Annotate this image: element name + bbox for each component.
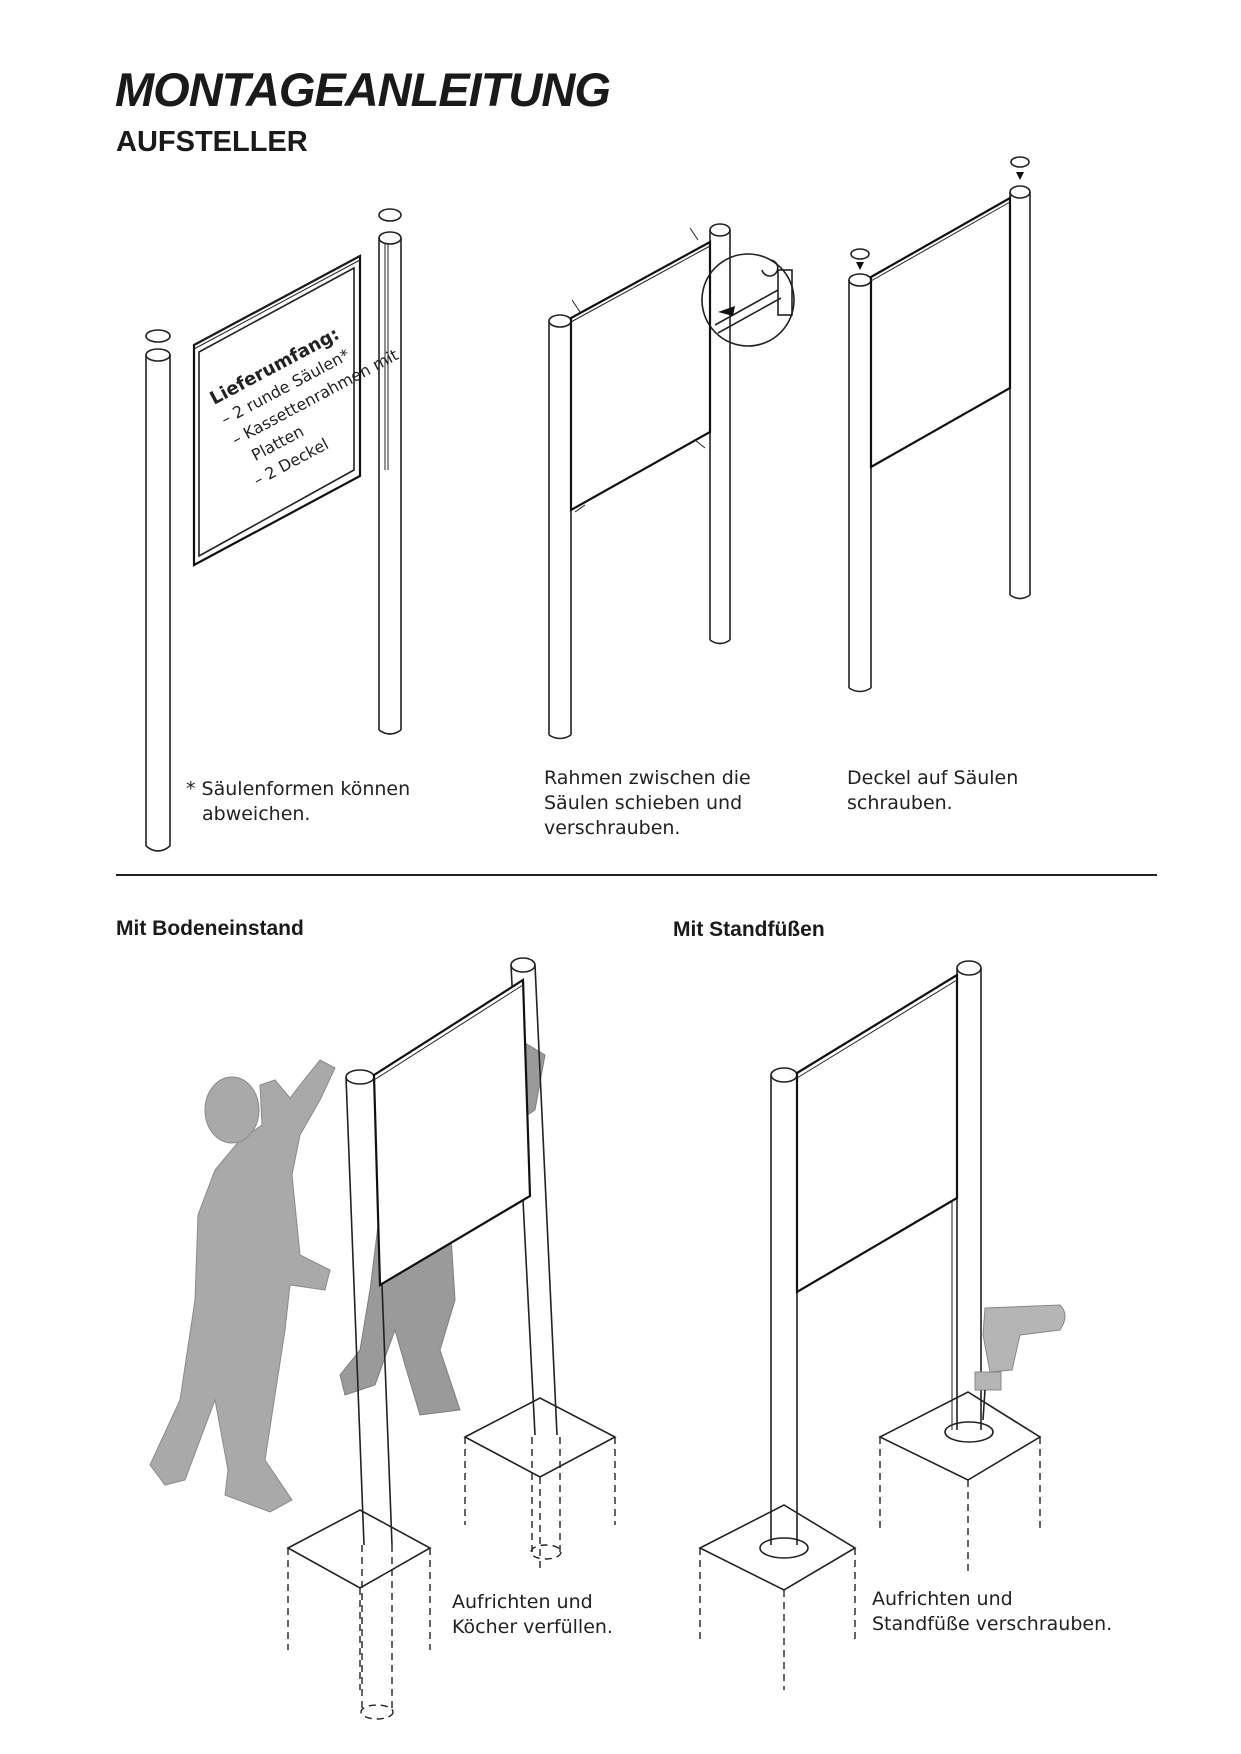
ground-caption-line-1: Aufrichten und [452,1591,593,1613]
ground-caption-line-2: Köcher verfüllen. [452,1616,613,1638]
step3-line-2: schrauben. [847,792,953,814]
person-front [149,1059,336,1513]
footnote-line-2: abweichen. [202,803,311,825]
section-heading-ground: Mit Bodeneinstand [116,917,304,940]
detail-zoom-circle [701,253,795,347]
feet-caption-line-2: Standfüße verschrauben. [872,1613,1113,1635]
ground-caption: Aufrichten und Köcher verfüllen. [452,1590,613,1640]
step1-footnote: * Säulenformen können abweichen. [186,777,410,827]
drill-icon [974,1304,1066,1421]
page-title: MONTAGEANLEITUNG [115,63,611,116]
step3-caption: Deckel auf Säulen schrauben. [847,766,1018,816]
ground-illustration [149,957,617,1720]
step3-illustration [848,156,1031,693]
step2-line-1: Rahmen zwischen die [544,767,751,789]
step2-line-2: Säulen schieben und [544,792,743,814]
feet-caption: Aufrichten und Standfüße verschrauben. [872,1587,1112,1637]
step3-line-1: Deckel auf Säulen [847,767,1019,789]
step2-illustration [548,223,795,740]
feet-caption-line-1: Aufrichten und [872,1588,1013,1610]
right-column [378,208,402,735]
left-column [145,329,171,852]
frame-panel [192,254,362,567]
footnote-line-1: * Säulenformen können [186,778,411,800]
step2-caption: Rahmen zwischen die Säulen schieben und … [544,766,751,841]
step2-line-3: verschrauben. [544,817,681,839]
feet-illustration [698,960,1066,1690]
section-heading-feet: Mit Standfüßen [673,918,825,941]
step1-illustration: Lieferumfang: – 2 runde Säulen* – Kasset… [145,208,402,852]
page-subtitle: AUFSTELLER [116,126,308,158]
section-divider [116,874,1157,876]
